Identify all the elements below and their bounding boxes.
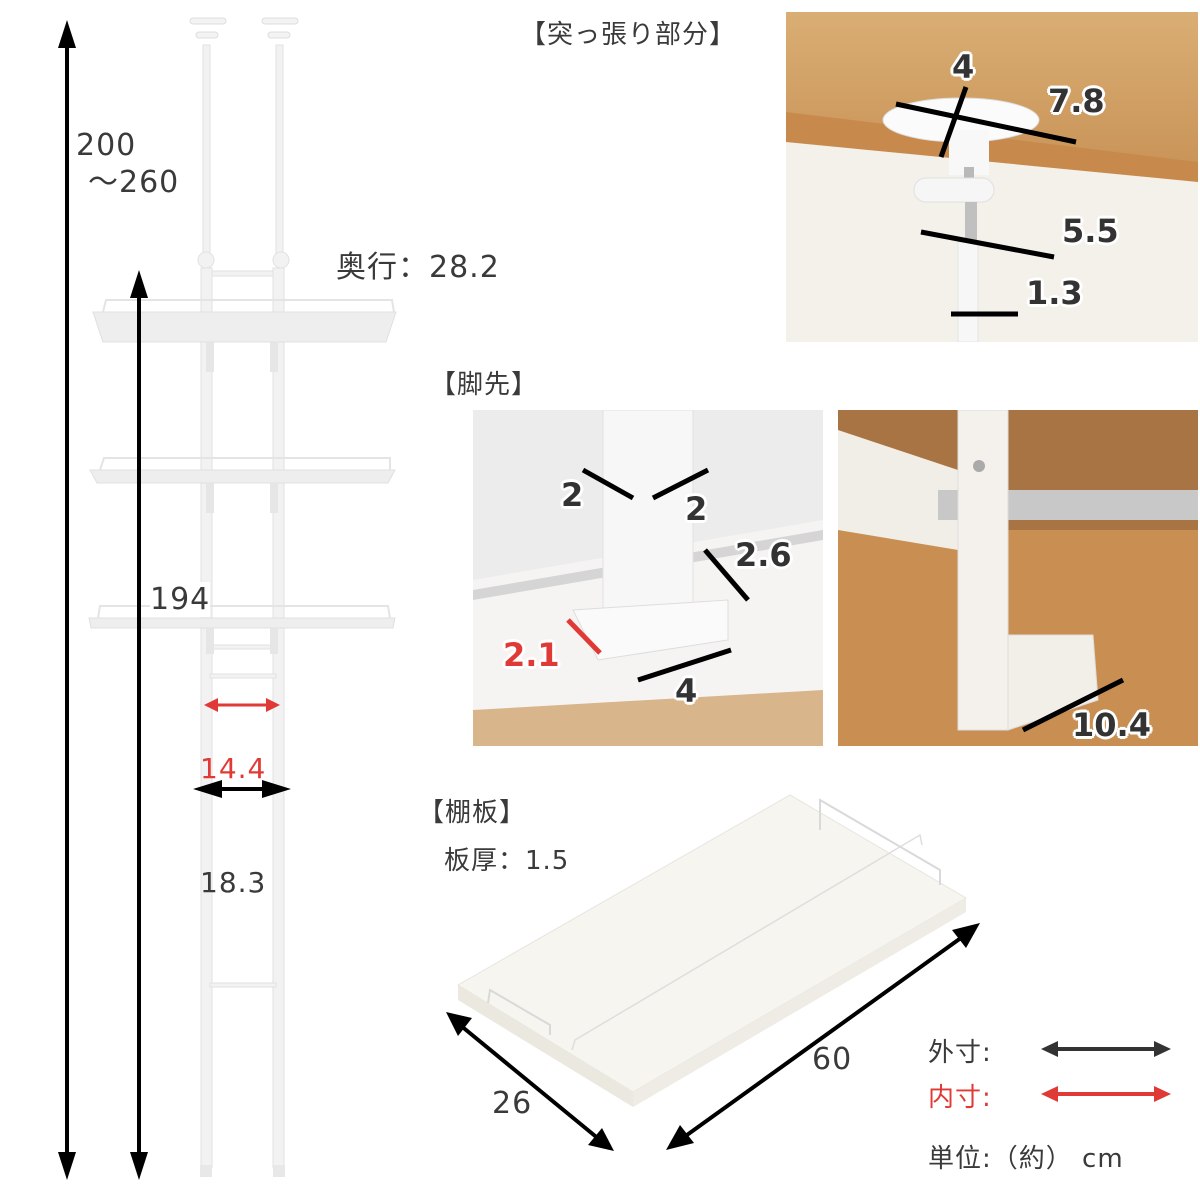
- foot-post-side-a: 2: [561, 476, 584, 514]
- foot-photo-2: 10.4: [838, 410, 1198, 746]
- shelf-depth-label: 26: [492, 1086, 533, 1121]
- shelf-section-title: 【棚板】: [418, 798, 527, 828]
- foot-bracket-depth: 2.6: [735, 536, 792, 574]
- foot-length: 10.4: [1072, 706, 1151, 744]
- tension-photo: 4 7.8 5.5 1.3: [786, 12, 1198, 342]
- tension-pole-diameter: 1.3: [1026, 274, 1083, 312]
- legend-outer-label: 外寸:: [928, 1038, 992, 1068]
- inner-width-label: 14.4: [200, 752, 267, 785]
- legend-inner-label: 内寸:: [928, 1083, 992, 1113]
- foot-photo-1: 2 2 2.6 2.1 4: [473, 410, 823, 746]
- foot-bracket-width: 4: [675, 672, 698, 710]
- foot-post-side-b: 2: [685, 490, 708, 528]
- foot-inner-slot: 2.1: [503, 636, 560, 674]
- tension-knob-width: 5.5: [1062, 212, 1119, 250]
- shelf-height-label: 194: [150, 582, 211, 617]
- tension-pad-height: 4: [952, 48, 975, 86]
- rack-diagram: 200 ～260 194 14.4 18.3: [0, 0, 400, 1200]
- outer-width-label: 18.3: [200, 866, 267, 899]
- depth-label: 奥行：28.2: [336, 250, 500, 285]
- foot-section-title: 【脚先】: [430, 370, 539, 400]
- shelf-thickness-label: 板厚：1.5: [444, 846, 570, 876]
- shelf-width-label: 60: [812, 1042, 853, 1077]
- legend-unit-label: 単位:（約） cm: [928, 1144, 1124, 1174]
- total-height-label-2: ～260: [88, 165, 180, 200]
- tension-pad-width: 7.8: [1048, 82, 1105, 120]
- rack-illustration: [58, 17, 397, 1180]
- total-height-label-1: 200: [76, 128, 137, 163]
- tension-section-title: 【突っ張り部分】: [520, 20, 737, 50]
